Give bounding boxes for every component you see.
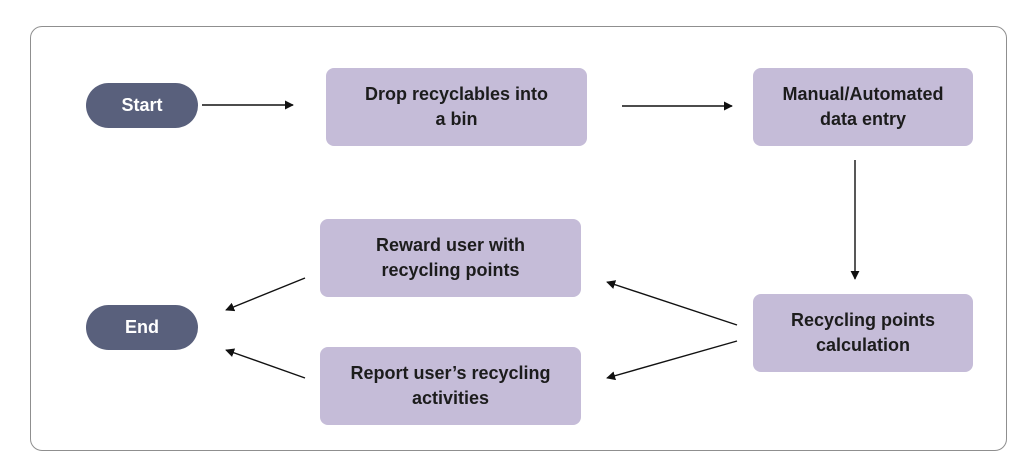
arrow-calc-to-reward — [606, 280, 738, 326]
reward-user-node: Reward user with recycling points — [320, 219, 581, 297]
points-calculation-node: Recycling points calculation — [753, 294, 973, 372]
arrow-report-to-end — [225, 348, 306, 379]
drop-recyclables-node: Drop recyclables into a bin — [326, 68, 587, 146]
report-activities-node: Report user’s recycling activities — [320, 347, 581, 425]
start-node: Start — [86, 83, 198, 128]
arrow-reward-to-end — [225, 277, 306, 312]
data-entry-node: Manual/Automated data entry — [753, 68, 973, 146]
arrow-calc-to-report — [606, 340, 738, 381]
end-node: End — [86, 305, 198, 350]
